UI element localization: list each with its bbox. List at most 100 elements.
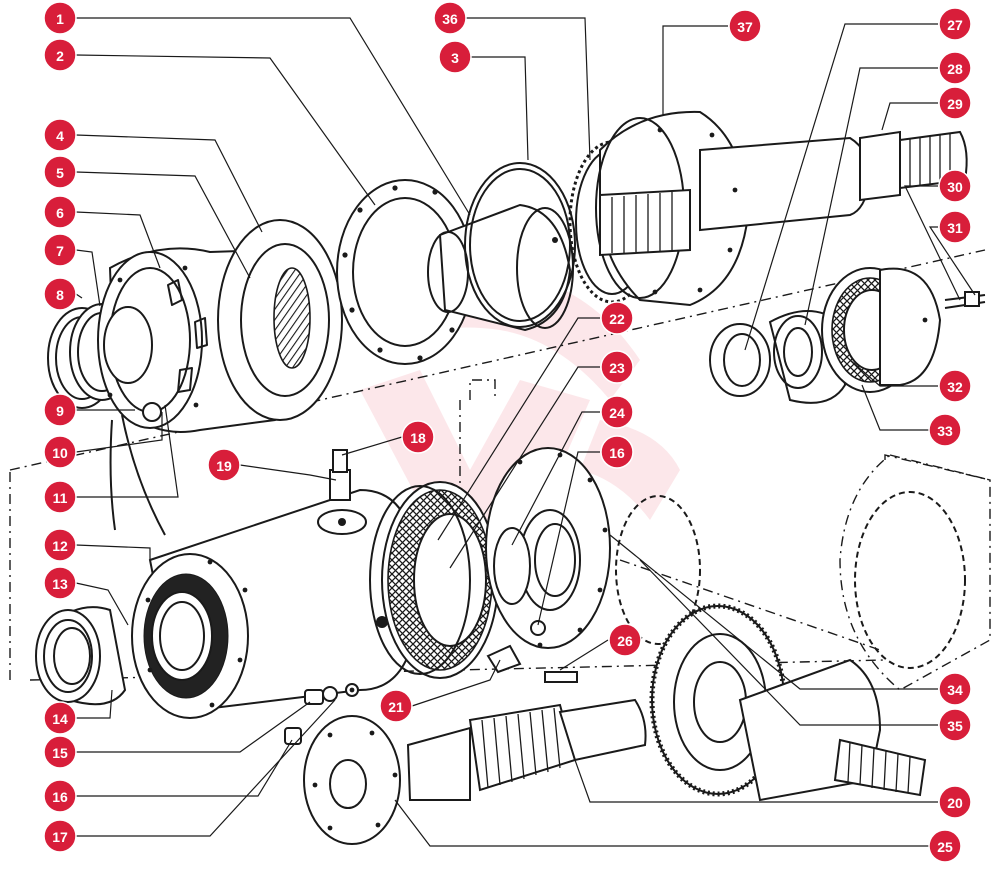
callout-37: 37 (728, 9, 762, 43)
mounting-plate (839, 454, 991, 691)
callout-number: 25 (937, 839, 953, 855)
callout-19: 19 (207, 448, 241, 482)
callout-number: 29 (947, 96, 963, 112)
callout-circle (938, 369, 972, 403)
callout-number: 32 (947, 379, 963, 395)
callout-number: 24 (609, 405, 625, 421)
disc-17 (303, 715, 401, 845)
pinion-shaft (406, 698, 647, 801)
callout-10: 10 (43, 435, 77, 469)
callout-circle (600, 395, 634, 429)
callout-3: 3 (438, 40, 472, 74)
callout-circle (938, 210, 972, 244)
callout-circle (600, 301, 634, 335)
callout-number: 20 (947, 795, 963, 811)
callout-number: 2 (56, 48, 64, 64)
callout-circle (938, 785, 972, 819)
cover-plate (485, 447, 611, 649)
callout-number: 9 (56, 403, 64, 419)
callout-number: 16 (52, 789, 68, 805)
callout-number: 17 (52, 829, 68, 845)
callout-5: 5 (43, 155, 77, 189)
callout-circle (207, 448, 241, 482)
callout-circle (438, 40, 472, 74)
sleeve-1 (427, 203, 574, 332)
callout-6: 6 (43, 195, 77, 229)
callout-circle (43, 779, 77, 813)
callout-number: 26 (617, 633, 633, 649)
callout-circle (938, 708, 972, 742)
callout-28: 28 (938, 51, 972, 85)
callout-number: 6 (56, 205, 64, 221)
callout-number: 18 (410, 430, 426, 446)
callout-36: 36 (433, 1, 467, 35)
leader-lines (75, 17, 976, 847)
callout-24: 24 (600, 395, 634, 429)
callout-circle (938, 7, 972, 41)
callout-21: 21 (379, 689, 413, 723)
callout-number: 4 (56, 128, 64, 144)
callout-number: 35 (947, 718, 963, 734)
callout-number: 14 (52, 711, 68, 727)
callout-circle (43, 435, 77, 469)
clutch-pack (369, 481, 499, 679)
callout-circle (43, 528, 77, 562)
callout-18: 18 (401, 420, 435, 454)
callout-circle (43, 233, 77, 267)
callout-11: 11 (43, 480, 77, 514)
callout-33: 33 (928, 413, 962, 447)
callout-number: 33 (937, 423, 953, 439)
callout-32: 32 (938, 369, 972, 403)
callout-16: 16 (43, 779, 77, 813)
callout-number: 34 (947, 682, 963, 698)
callout-number: 8 (56, 287, 64, 303)
callout-number: 5 (56, 165, 64, 181)
callout-circle (600, 435, 634, 469)
callout-16: 16 (600, 435, 634, 469)
callout-14: 14 (43, 701, 77, 735)
callout-4: 4 (43, 118, 77, 152)
shim-plate (615, 495, 701, 645)
callout-circle (938, 672, 972, 706)
callout-15: 15 (43, 735, 77, 769)
callout-circle (600, 350, 634, 384)
callout-1: 1 (43, 1, 77, 35)
bearing-13 (35, 606, 127, 706)
callout-number: 7 (56, 243, 64, 259)
callout-25: 25 (928, 829, 962, 863)
small-hardware (109, 402, 578, 745)
callout-number: 36 (442, 11, 458, 27)
callout-circle (43, 277, 77, 311)
callout-20: 20 (938, 785, 972, 819)
callout-circle (43, 1, 77, 35)
callout-35: 35 (938, 708, 972, 742)
callout-circle (608, 623, 642, 657)
callout-number: 28 (947, 61, 963, 77)
callout-circle (433, 1, 467, 35)
callout-circle (43, 38, 77, 72)
callout-number: 12 (52, 538, 68, 554)
callout-12: 12 (43, 528, 77, 562)
bearing-group-right (709, 267, 986, 404)
callout-13: 13 (43, 566, 77, 600)
callout-circle (43, 118, 77, 152)
callout-circle (928, 413, 962, 447)
callout-number: 22 (609, 311, 625, 327)
callout-9: 9 (43, 393, 77, 427)
callout-number: 11 (53, 490, 68, 506)
callout-number: 31 (947, 220, 963, 236)
callout-circle (43, 735, 77, 769)
callout-23: 23 (600, 350, 634, 384)
callout-circle (43, 819, 77, 853)
ring-4 (217, 219, 343, 421)
callout-29: 29 (938, 86, 972, 120)
callout-number: 30 (947, 179, 963, 195)
callout-7: 7 (43, 233, 77, 267)
callout-circle (43, 480, 77, 514)
callout-number: 37 (737, 19, 753, 35)
callout-number: 19 (216, 458, 232, 474)
callout-circle (43, 701, 77, 735)
callout-number: 13 (52, 576, 68, 592)
